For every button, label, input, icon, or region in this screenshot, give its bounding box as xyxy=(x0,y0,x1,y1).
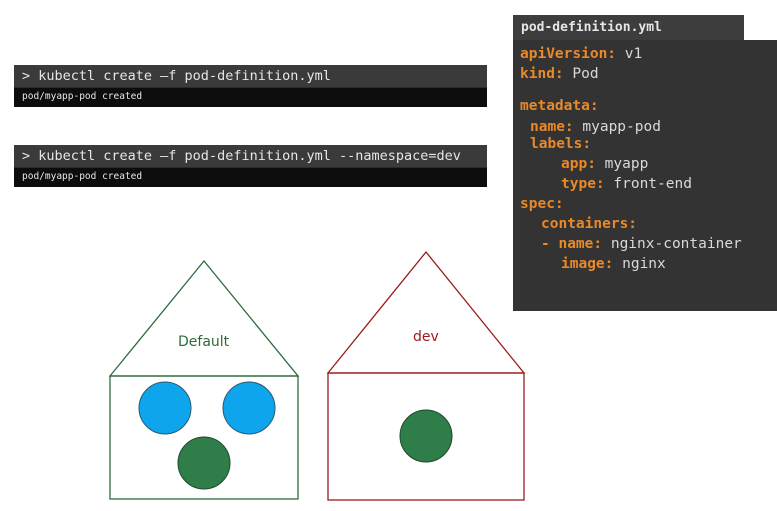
yaml-key: labels: xyxy=(530,136,592,152)
yaml-line-spec: spec: xyxy=(520,194,564,214)
yaml-line-image: image: nginx xyxy=(561,254,666,274)
yaml-line-metadata: metadata: xyxy=(520,96,599,116)
yaml-key: kind: xyxy=(520,66,564,82)
terminal-command: > kubectl create –f pod-definition.yml -… xyxy=(14,145,487,168)
pod-blue xyxy=(222,381,276,435)
yaml-filename-tab: pod-definition.yml xyxy=(513,15,744,40)
terminal-block-create: > kubectl create –f pod-definition.yml p… xyxy=(14,65,487,107)
namespace-dev-label: dev xyxy=(413,329,439,345)
yaml-value: nginx-container xyxy=(602,236,742,252)
namespace-dev xyxy=(326,250,526,501)
yaml-value: v1 xyxy=(616,46,643,62)
yaml-key: type: xyxy=(561,176,605,192)
pod-blue xyxy=(138,381,192,435)
terminal-block-create-namespace: > kubectl create –f pod-definition.yml -… xyxy=(14,145,487,187)
yaml-line-labels: labels: xyxy=(530,134,591,154)
namespace-default xyxy=(108,259,300,500)
yaml-value: myapp-pod xyxy=(573,119,661,135)
terminal-output: pod/myapp-pod created xyxy=(14,88,487,107)
namespace-dev-roof xyxy=(326,250,526,374)
yaml-key: - name: xyxy=(541,236,603,252)
yaml-code-panel: apiVersion: v1 kind: Pod metadata: name:… xyxy=(513,40,777,311)
namespace-dev-body xyxy=(327,372,525,501)
yaml-value: front-end xyxy=(604,176,692,192)
yaml-key: containers: xyxy=(541,216,638,232)
yaml-key: spec: xyxy=(520,196,564,212)
yaml-value: Pod xyxy=(563,66,599,82)
yaml-line-type: type: front-end xyxy=(561,174,692,194)
yaml-line-app: app: myapp xyxy=(561,154,648,174)
yaml-key: image: xyxy=(561,256,614,272)
namespace-default-label: Default xyxy=(178,334,230,350)
namespace-default-roof xyxy=(108,259,300,377)
yaml-line-apiversion: apiVersion: v1 xyxy=(520,44,642,64)
yaml-key: apiVersion: xyxy=(520,46,617,62)
yaml-value: myapp xyxy=(595,156,649,172)
pod-green xyxy=(399,409,453,463)
yaml-key: name: xyxy=(530,119,574,135)
terminal-command: > kubectl create –f pod-definition.yml xyxy=(14,65,487,88)
yaml-line-name: name: myapp-pod xyxy=(530,117,661,137)
terminal-output: pod/myapp-pod created xyxy=(14,168,487,187)
yaml-value: nginx xyxy=(613,256,666,272)
yaml-key: app: xyxy=(561,156,596,172)
yaml-line-kind: kind: Pod xyxy=(520,64,599,84)
pod-green xyxy=(177,436,231,490)
namespace-default-body xyxy=(109,375,299,500)
yaml-line-container-name: - name: nginx-container xyxy=(541,234,742,254)
yaml-line-containers: containers: xyxy=(541,214,637,234)
yaml-key: metadata: xyxy=(520,98,599,114)
